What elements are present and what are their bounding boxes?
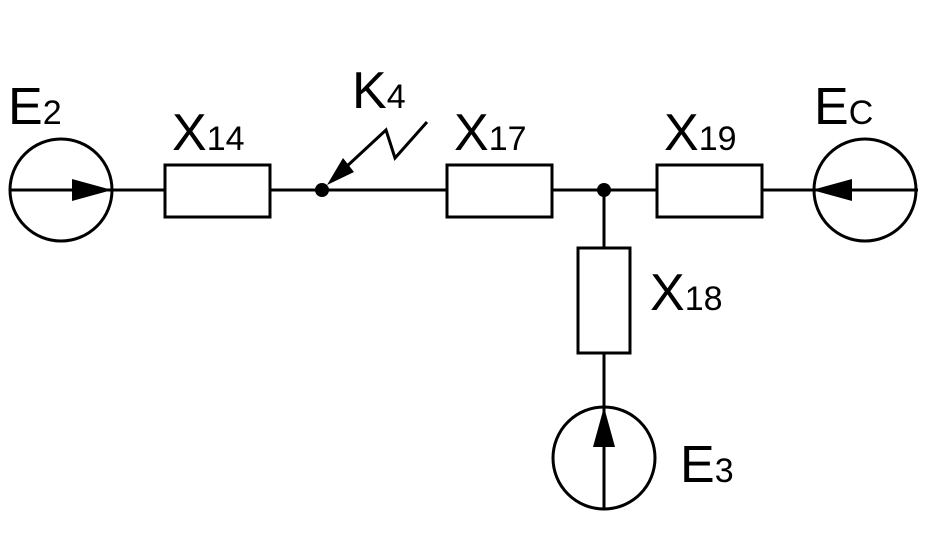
node-k4 [315, 183, 329, 197]
label-e3: E3 [680, 436, 734, 494]
label-ec: EC [814, 78, 873, 136]
label-x17: X17 [454, 104, 527, 162]
label-e2: E2 [8, 78, 62, 136]
reactance-x18 [576, 246, 632, 355]
node-junction [597, 183, 611, 197]
source-ec [812, 137, 918, 243]
label-x19: X19 [664, 104, 737, 162]
source-e2 [8, 137, 114, 243]
label-k4: K4 [352, 62, 406, 120]
label-x18: X18 [650, 264, 723, 322]
reactance-x19 [655, 163, 764, 219]
reactance-x14 [163, 163, 272, 219]
source-e3 [551, 405, 657, 511]
label-x14: X14 [172, 104, 245, 162]
fault-arrow-k4 [327, 121, 429, 185]
reactance-x17 [445, 163, 554, 219]
